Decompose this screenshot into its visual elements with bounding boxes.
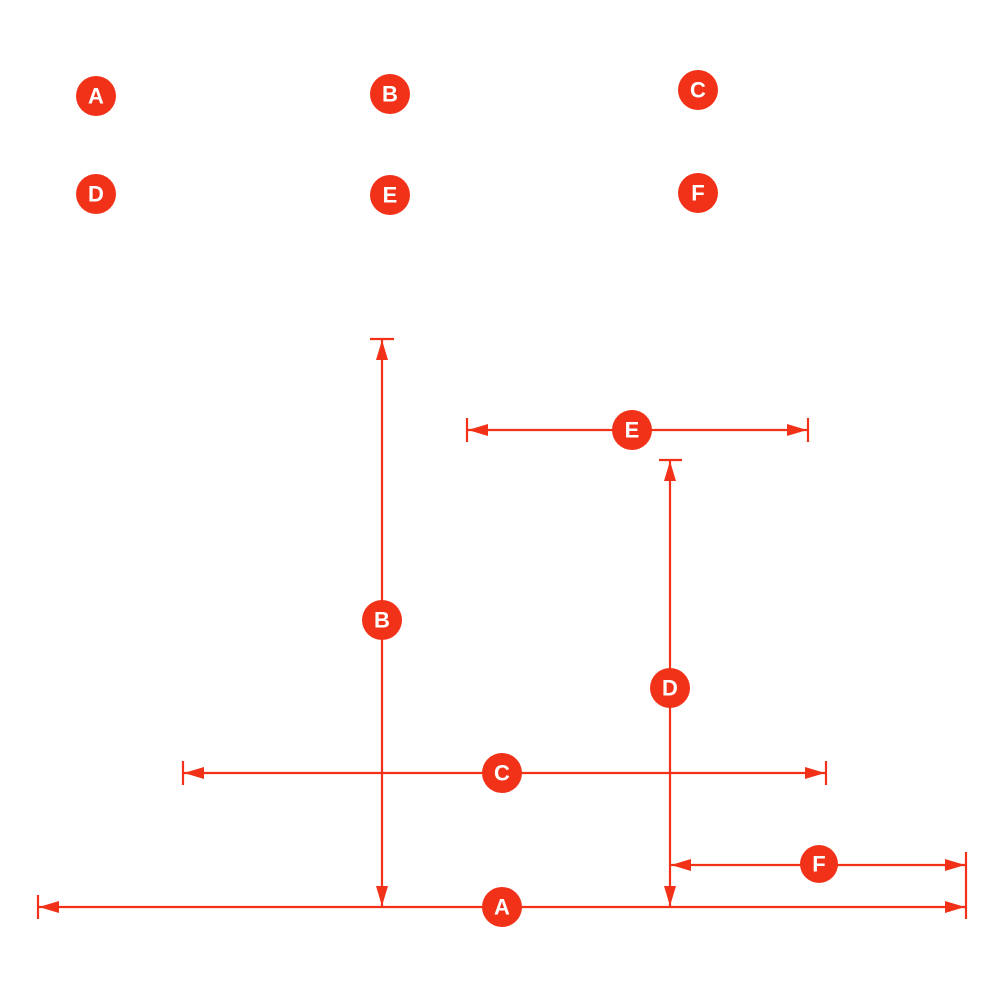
arrowhead-left-icon [671,859,691,871]
legend-badge-d: D [76,174,116,214]
dimension-label: D [662,676,678,701]
legend-label: D [88,182,104,207]
arrowhead-left-icon [468,424,488,436]
arrowhead-right-icon [945,901,965,913]
arrowhead-left-icon [184,767,204,779]
dimension-c: C [181,753,828,793]
legend-label: E [383,183,398,208]
arrowhead-right-icon [805,767,825,779]
legend-badge-f: F [678,173,718,213]
dimension-label: E [625,418,640,443]
dimension-b: B [362,337,402,907]
legend-label: B [382,82,398,107]
legend-badge-a: A [76,76,116,116]
legend-badge-c: C [678,70,718,110]
legend-badge-e: E [370,175,410,215]
legend-badge-b: B [370,74,410,114]
arrowhead-right-icon [787,424,807,436]
dimension-a: A [36,852,968,927]
arrowhead-down-icon [664,886,676,906]
legend-label: C [690,78,706,103]
dimension-label: A [494,895,510,920]
dimension-e: E [465,410,810,450]
dimension-label: F [812,852,825,877]
arrowhead-left-icon [39,901,59,913]
arrowhead-down-icon [376,886,388,906]
legend-label: F [691,181,704,206]
arrowhead-up-icon [664,461,676,481]
arrowhead-up-icon [376,340,388,360]
dimension-f: F [670,845,966,883]
dimension-label: C [494,761,510,786]
arrowhead-right-icon [945,859,965,871]
dimension-label: B [374,608,390,633]
dimension-d: D [650,458,690,907]
legend-label: A [88,84,104,109]
